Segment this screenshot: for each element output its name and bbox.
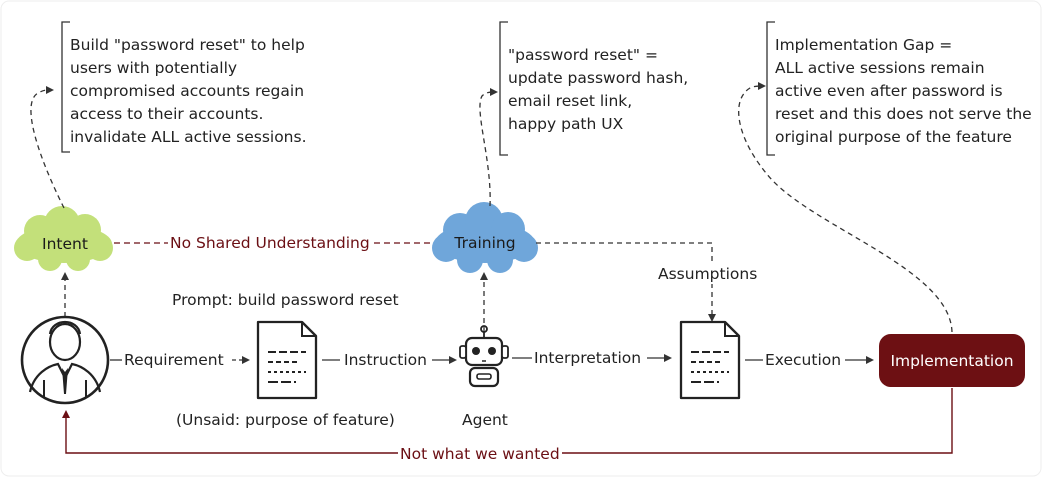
intent-note-bracket [61, 21, 70, 153]
intent-note: Build "password reset" to help users wit… [70, 34, 307, 149]
robot-agent-icon [459, 325, 509, 388]
prompt-label: Prompt: build password reset [170, 290, 401, 310]
agent-label: Agent [460, 410, 510, 430]
intent-cloud-label: Intent [42, 235, 88, 253]
training-cloud-shape [432, 202, 538, 273]
training-note-line: update password hash, [508, 69, 689, 87]
training-note-bracket [499, 21, 508, 156]
gap-note-bracket [766, 21, 775, 156]
not-what-we-wanted-label: Not what we wanted [398, 444, 562, 464]
training-note-line: "password reset" = [508, 46, 658, 64]
training-note: "password reset" = update password hash,… [508, 44, 688, 136]
implementation-label: Implementation [890, 351, 1014, 370]
interpretation-label: Interpretation [532, 348, 644, 368]
intent-note-line: access to their accounts. [70, 105, 264, 123]
intent-cloud-shape [14, 206, 113, 271]
intent-note-line: Build "password reset" to help [70, 36, 305, 54]
user-avatar-icon [20, 315, 110, 405]
gap-note-line: ALL active sessions remain [775, 59, 985, 77]
instruction-label: Instruction [342, 350, 429, 370]
gap-note-line: Implementation Gap = [775, 36, 953, 54]
gap-note-line: reset and this does not serve the [775, 105, 1032, 123]
execution-label: Execution [763, 350, 844, 370]
training-cloud-label: Training [454, 234, 516, 252]
requirement-label: Requirement [122, 350, 226, 370]
training-note-line: happy path UX [508, 115, 624, 133]
gap-note-line: original purpose of the feature [775, 128, 1012, 146]
intent-note-line: users with potentially [70, 59, 238, 77]
document-icon [256, 320, 318, 400]
intent-note-line: compromised accounts regain [70, 82, 305, 100]
assumptions-label: Assumptions [656, 264, 760, 284]
no-shared-understanding-label: No Shared Understanding [168, 233, 372, 253]
intent-note-line: invalidate ALL active sessions. [70, 128, 307, 146]
unsaid-label: (Unsaid: purpose of feature) [174, 410, 397, 430]
document-icon [679, 320, 741, 400]
implementation-node: Implementation [879, 334, 1025, 387]
gap-note-line: active even after password is [775, 82, 1003, 100]
training-note-line: email reset link, [508, 92, 633, 110]
gap-note: Implementation Gap = ALL active sessions… [775, 34, 1032, 149]
